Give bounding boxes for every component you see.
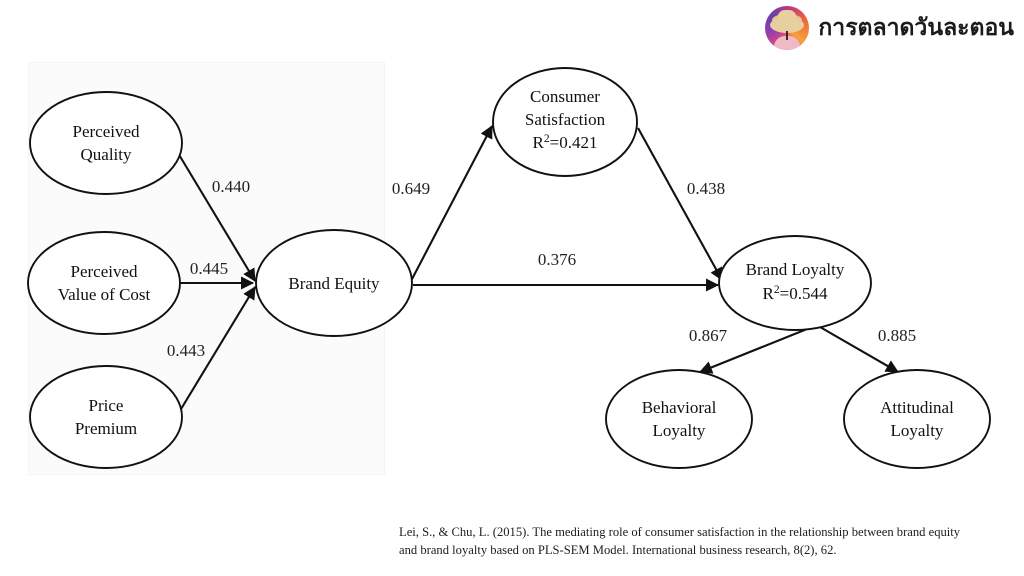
coefficient-brand-loyalty-to-attitudinal-loyalty: 0.885 [878,326,916,345]
coefficient-brand-equity-to-consumer-satisfaction: 0.649 [392,179,430,198]
coefficient-consumer-satisfaction-to-brand-loyalty: 0.438 [687,179,725,198]
coefficient-perceived-value-of-cost-to-brand-equity: 0.445 [190,259,228,278]
node-consumer-satisfaction-r2: R2=0.421 [533,133,598,152]
node-brand-loyalty-label: Brand Loyalty [746,260,845,279]
edge-brand-loyalty-to-attitudinal-loyalty [819,326,899,373]
node-price-premium[interactable]: Price Premium [29,365,183,469]
node-perceived-value-of-cost-label-2: Value of Cost [58,285,151,304]
avatar-person-with-hat-icon [765,6,810,50]
edge-perceived-quality-to-brand-equity [177,152,256,282]
edge-brand-loyalty-to-behavioral-loyalty [699,326,813,374]
brand-logo-block: การตลาดวันละตอน [765,6,1014,50]
node-perceived-value-of-cost-label-1: Perceived [70,262,138,281]
node-consumer-satisfaction-label-2: Satisfaction [525,110,606,129]
node-price-premium-label-2: Premium [75,419,137,438]
node-behavioral-loyalty-label-2: Loyalty [653,421,706,440]
node-price-premium-label-1: Price [89,396,124,415]
coefficient-brand-loyalty-to-behavioral-loyalty: 0.867 [689,326,728,345]
citation-block: Lei, S., & Chu, L. (2015). The mediating… [399,523,1017,560]
citation-line-1: Lei, S., & Chu, L. (2015). The mediating… [399,525,961,539]
node-behavioral-loyalty-label-1: Behavioral [642,398,717,417]
edge-price-premium-to-brand-equity [177,286,256,415]
coefficient-brand-equity-to-brand-loyalty: 0.376 [538,250,576,269]
node-perceived-quality-label-2: Quality [81,145,132,164]
brand-name: การตลาดวันละตอน [818,15,1014,41]
node-attitudinal-loyalty-label-2: Loyalty [891,421,944,440]
edge-brand-equity-to-consumer-satisfaction [410,125,493,282]
node-consumer-satisfaction[interactable]: Consumer Satisfaction R2=0.421 [492,67,638,177]
coefficient-perceived-quality-to-brand-equity: 0.440 [212,177,250,196]
citation-line-2: and brand loyalty based on PLS-SEM Model… [399,543,837,558]
node-brand-equity-label: Brand Equity [288,274,380,293]
node-perceived-quality[interactable]: Perceived Quality [29,91,183,195]
node-brand-loyalty-r2: R2=0.544 [763,284,828,303]
node-consumer-satisfaction-label-1: Consumer [530,87,600,106]
node-attitudinal-loyalty[interactable]: Attitudinal Loyalty [843,369,991,469]
node-attitudinal-loyalty-label-1: Attitudinal [880,398,954,417]
node-behavioral-loyalty[interactable]: Behavioral Loyalty [605,369,753,469]
node-brand-loyalty[interactable]: Brand Loyalty R2=0.544 [718,235,872,331]
coefficient-price-premium-to-brand-equity: 0.443 [167,341,205,360]
node-perceived-value-of-cost[interactable]: Perceived Value of Cost [27,231,181,335]
edge-consumer-satisfaction-to-brand-loyalty [637,127,723,281]
node-perceived-quality-label-1: Perceived [72,122,140,141]
node-brand-equity[interactable]: Brand Equity [255,229,413,337]
